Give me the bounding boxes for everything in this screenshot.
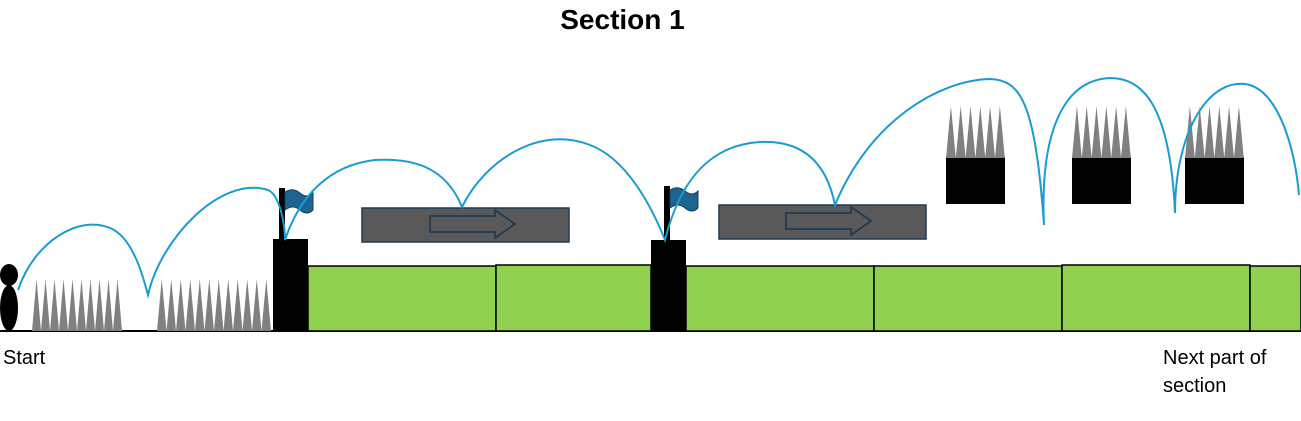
spike-icon [1121,106,1131,158]
spike-icon [1091,106,1102,158]
spike-block-2 [1072,106,1131,204]
checkpoint-pillar [651,240,686,331]
spike-icon [1234,106,1244,158]
player-icon [0,264,18,331]
moving-platform-1 [361,207,570,243]
moving-platform-2 [718,204,927,240]
spike-icon [176,279,186,331]
spike-icon [965,106,976,158]
jump-path [17,76,1300,299]
spike-block-3 [1185,106,1244,204]
spike-icon [113,279,122,331]
spike-icon [77,279,86,331]
spike-icon [32,279,41,331]
platform-segment [307,265,497,332]
spike-icon [166,279,176,331]
platform-segment [495,264,652,332]
spike-icon [261,279,271,331]
spike-icon [214,279,224,331]
spike-icon [104,279,113,331]
spike-icon [975,106,986,158]
spike-icon [68,279,77,331]
spike-icon [1214,106,1225,158]
spike-icon [1185,106,1195,158]
spike-icon [1081,106,1092,158]
spike-icon [946,106,956,158]
platform-segment [873,265,1063,332]
spike-icon [223,279,233,331]
right-arrow-icon [429,208,517,240]
right-arrow-icon [785,205,873,237]
diagram-title: Section 1 [560,4,685,35]
platform-segment [1061,264,1251,332]
spike-icon [233,279,243,331]
spike-icon [95,279,104,331]
platform-segment [1249,265,1301,332]
spike-icon [50,279,59,331]
spike-icon [242,279,252,331]
spike-icon [995,106,1005,158]
spike-icon [41,279,50,331]
spike-icon [157,279,167,331]
spike-block-1 [946,106,1005,204]
spike-row-1 [32,279,122,331]
checkpoint-pillar [273,239,308,331]
spike-icon [1072,106,1082,158]
spike-icon [59,279,68,331]
spike-icon [1194,106,1205,158]
spike-icon [1111,106,1121,158]
spike-icon [185,279,195,331]
spike-icon [1204,106,1215,158]
spike-icon [195,279,205,331]
spike-icon [86,279,95,331]
platform-segment [685,265,875,332]
start-label: Start [3,347,46,369]
spike-row-2 [157,279,271,331]
spike-icon [985,106,995,158]
spike-icon [204,279,214,331]
spike-icon [1224,106,1234,158]
next-section-label: Next part of section [1163,347,1267,397]
spike-icon [1101,106,1112,158]
green-platforms [307,264,1301,332]
spike-icon [955,106,966,158]
spike-icon [252,279,262,331]
